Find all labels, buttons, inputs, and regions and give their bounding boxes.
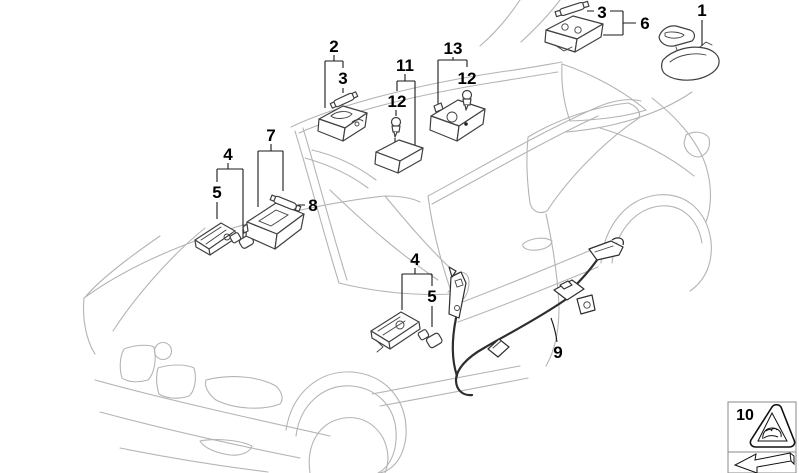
callout-9[interactable]: 9 bbox=[553, 343, 562, 362]
car-outline bbox=[82, 0, 712, 473]
part-12-bulb-left bbox=[390, 116, 402, 138]
callout-4a[interactable]: 4 bbox=[223, 145, 233, 164]
legend-box-arrow bbox=[727, 451, 797, 473]
callout-3b[interactable]: 3 bbox=[597, 3, 606, 22]
direction-arrow-icon bbox=[733, 452, 795, 473]
callout-8[interactable]: 8 bbox=[308, 196, 317, 215]
callout-5a[interactable]: 5 bbox=[212, 183, 221, 202]
part-9-wiring-harness bbox=[448, 237, 624, 397]
callout-3a[interactable]: 3 bbox=[338, 69, 347, 88]
legend bbox=[727, 401, 797, 473]
part-3-festoon-bulb-top bbox=[554, 0, 590, 18]
callout-2[interactable]: 2 bbox=[329, 37, 338, 56]
part-8-festoon-bulb bbox=[269, 194, 302, 212]
part-2-lamp-housing bbox=[317, 105, 368, 142]
callout-12b[interactable]: 12 bbox=[458, 69, 477, 88]
part-5-bulb-center bbox=[417, 329, 443, 349]
part-13-lamp-housing bbox=[429, 99, 486, 142]
callout-labels: 1 2 3 3 4 4 5 5 6 7 8 9 10 11 12 12 13 bbox=[212, 1, 754, 424]
part-7-lamp-housing bbox=[242, 202, 305, 250]
callout-4b[interactable]: 4 bbox=[410, 250, 420, 269]
part-12-bulb-right bbox=[461, 89, 473, 111]
warning-triangle-icon bbox=[749, 403, 796, 448]
legend-number-10[interactable]: 10 bbox=[736, 407, 754, 424]
part-6-lamp-housing bbox=[544, 15, 604, 53]
part-1-license-plate-lamp bbox=[658, 25, 720, 81]
callout-11[interactable]: 11 bbox=[396, 56, 414, 75]
callout-6[interactable]: 6 bbox=[640, 14, 649, 33]
callout-12a[interactable]: 12 bbox=[388, 92, 407, 111]
callout-1[interactable]: 1 bbox=[697, 1, 706, 20]
callout-7[interactable]: 7 bbox=[266, 126, 275, 145]
callout-5b[interactable]: 5 bbox=[427, 287, 436, 306]
part-11-lamp-housing bbox=[374, 139, 424, 174]
part-3-festoon-bulb bbox=[329, 91, 359, 109]
part-4-lamp-center bbox=[370, 311, 421, 353]
callout-13[interactable]: 13 bbox=[444, 39, 463, 58]
leader-lines bbox=[216, 10, 703, 343]
part-4-lamp-left bbox=[194, 222, 237, 256]
